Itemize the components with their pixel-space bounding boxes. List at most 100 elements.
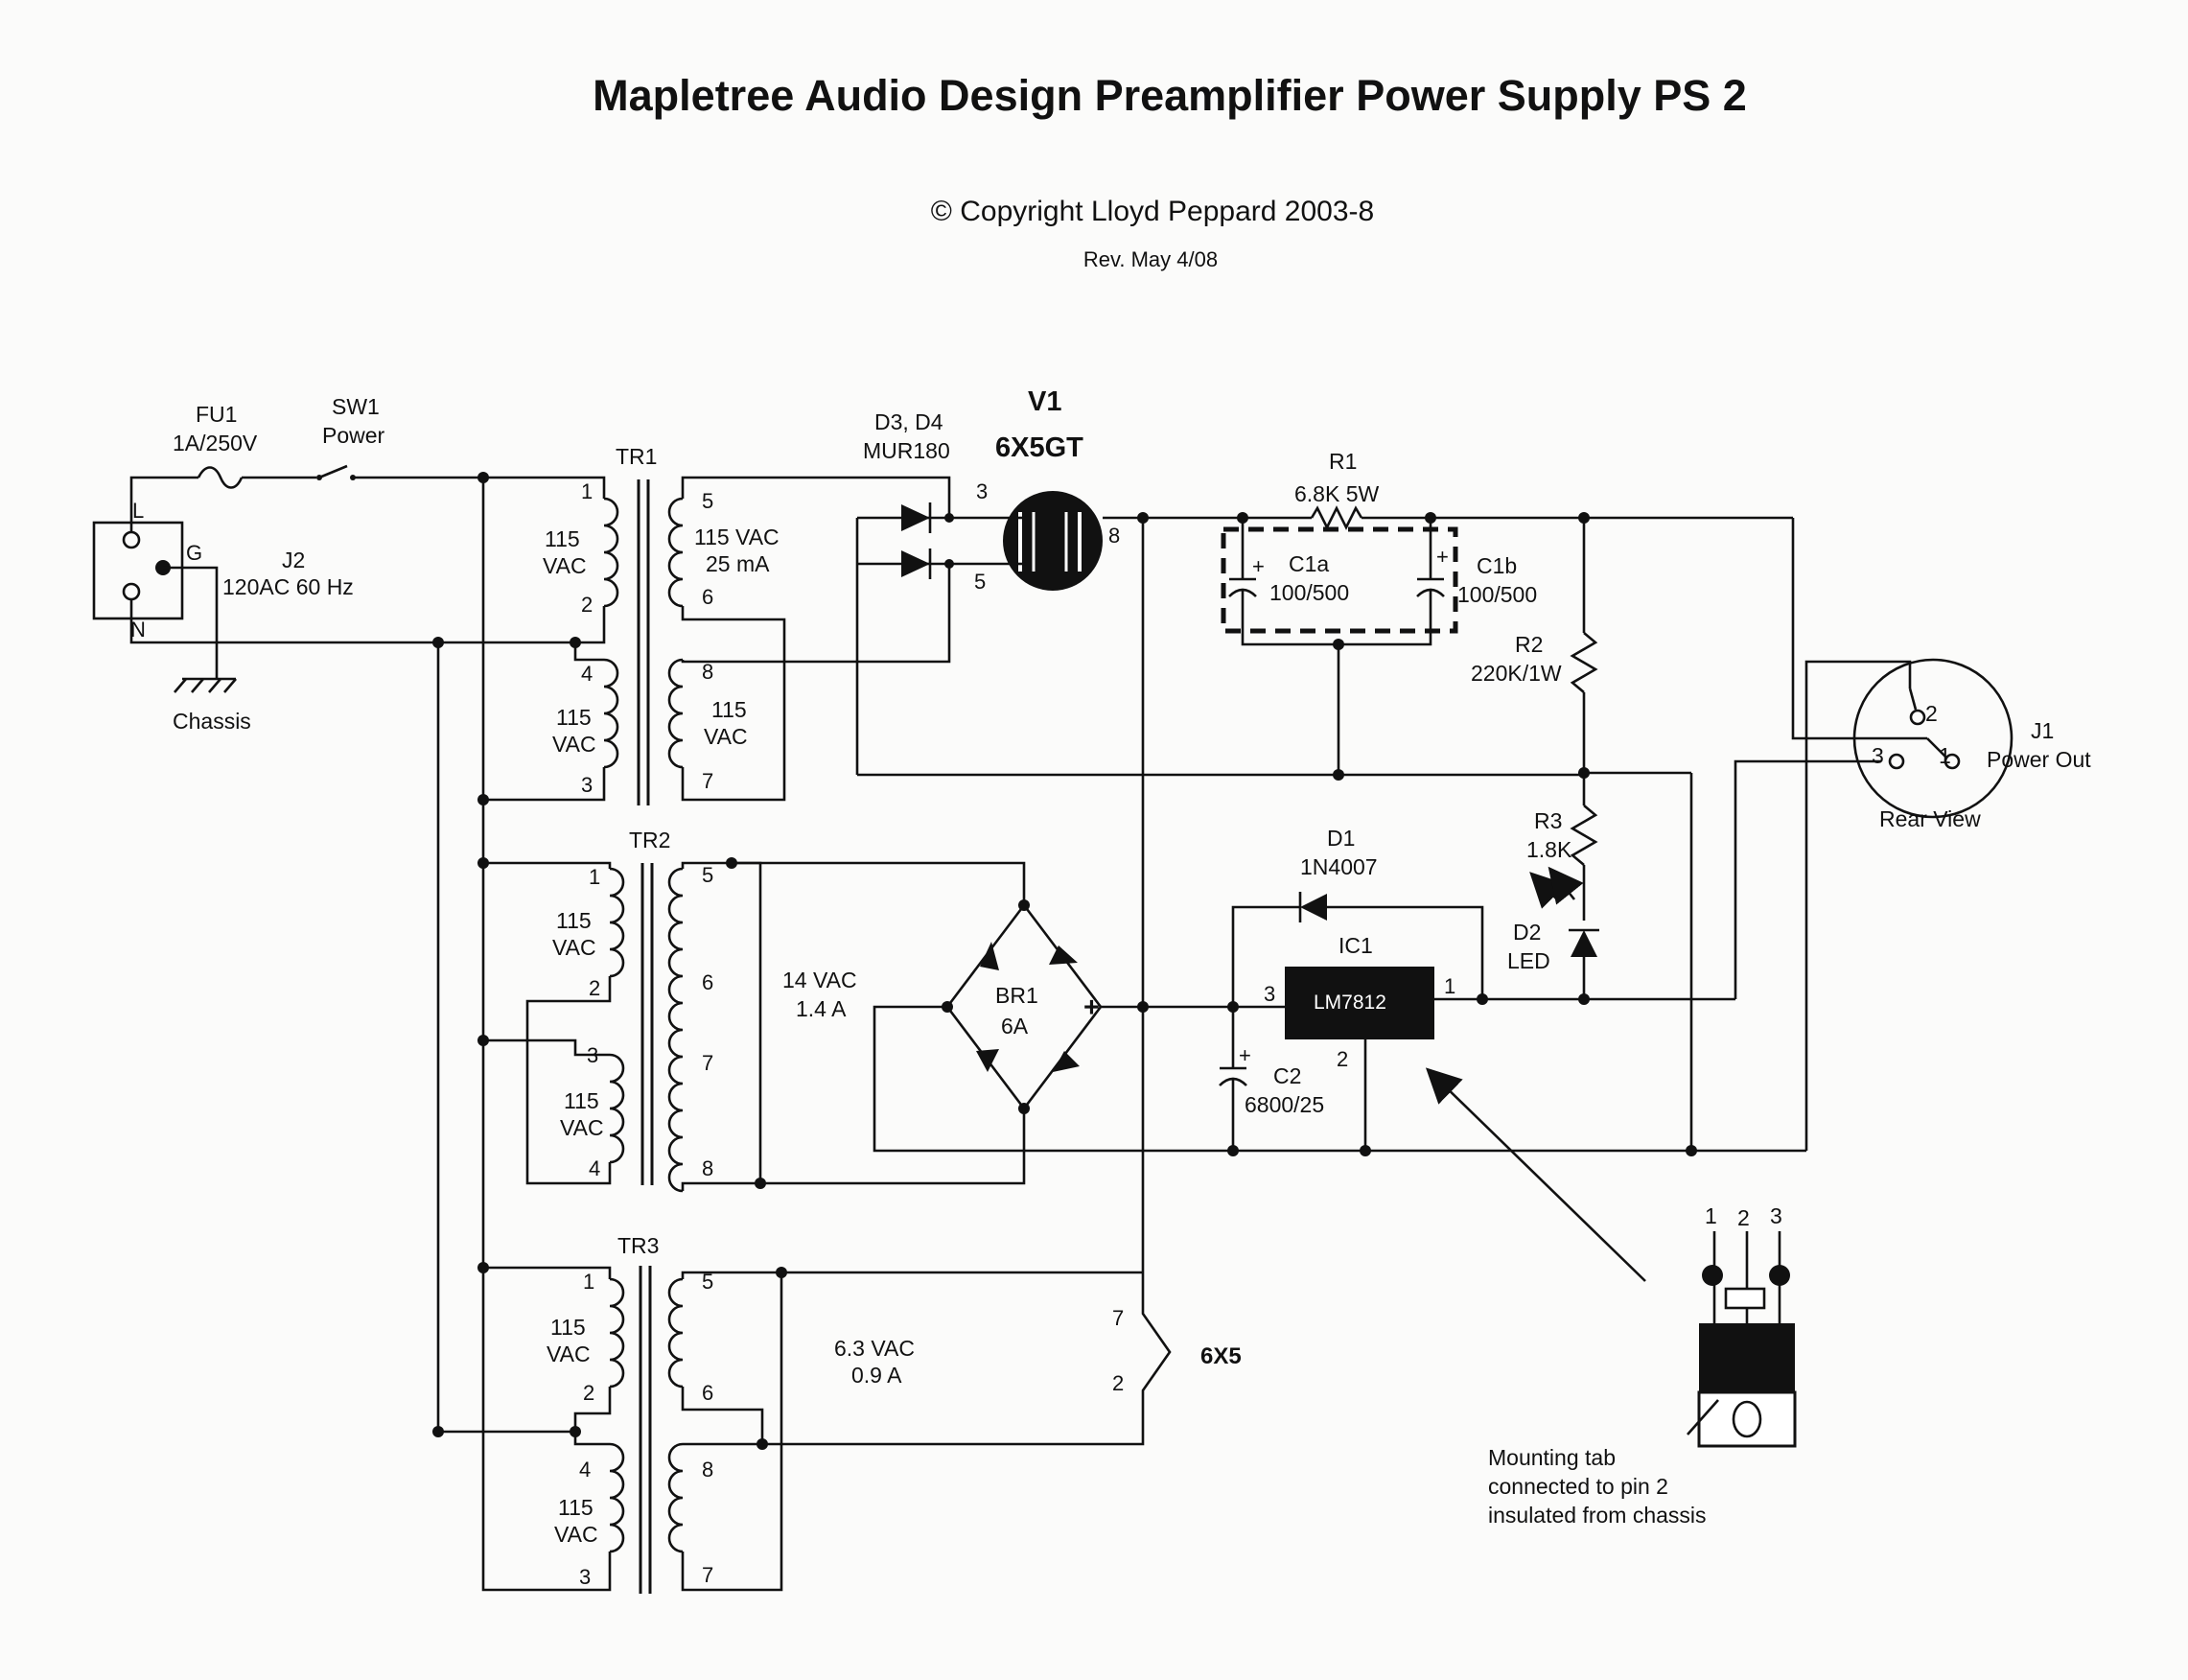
- pin-n-label: N: [130, 618, 146, 642]
- transformer-tr1: [603, 479, 684, 805]
- tr2-pin1: 1: [589, 865, 600, 889]
- pin-l-label: L: [132, 499, 144, 523]
- revision-text: Rev. May 4/08: [1083, 247, 1218, 271]
- tr2-pri-bot-b: VAC: [560, 1115, 604, 1140]
- tr2-pin8: 8: [702, 1156, 713, 1180]
- tr2-pin4: 4: [589, 1156, 600, 1180]
- v1-ref: V1: [1028, 386, 1061, 417]
- resistor-r2: [1570, 632, 1598, 693]
- diode-d1: [1298, 892, 1327, 922]
- heater-pin2: 2: [1112, 1371, 1124, 1395]
- tr3-pin6: 6: [702, 1381, 713, 1405]
- tr1-pin2: 2: [581, 593, 593, 617]
- tr3-pri-bot-b: VAC: [554, 1522, 598, 1547]
- tr2-sec-b: 1.4 A: [796, 996, 847, 1021]
- copyright-text: © Copyright Lloyd Peppard 2003-8: [931, 196, 1374, 227]
- led-d2: [1529, 866, 1599, 957]
- d3-d4-value: MUR180: [863, 438, 950, 463]
- capacitor-c1a: [1228, 518, 1257, 614]
- tr1-sec-top-b: 25 mA: [706, 551, 770, 576]
- tr2-pri-top-b: VAC: [552, 935, 596, 960]
- capacitor-c2: [1219, 1007, 1247, 1151]
- j1-pin2: 2: [1925, 701, 1938, 726]
- tr2-pin7: 7: [702, 1051, 713, 1075]
- r3-value: 1.8K: [1526, 837, 1572, 862]
- tr3-pri-top-b: VAC: [547, 1342, 591, 1366]
- c1-dual-cap-outline: [1221, 526, 1458, 634]
- tr3-pin7: 7: [702, 1563, 713, 1587]
- vacuum-tube-v1: [1003, 491, 1103, 591]
- ic1-part-number: LM7812: [1314, 992, 1386, 1014]
- diode-d4: [901, 548, 932, 579]
- c2-value: 6800/25: [1245, 1092, 1324, 1117]
- chassis-label: Chassis: [173, 709, 251, 734]
- ic1-pin3: 3: [1264, 982, 1275, 1006]
- package-note-3: insulated from chassis: [1488, 1503, 1707, 1528]
- regulator-ic1: [1285, 967, 1434, 1039]
- tr3-ref: TR3: [617, 1233, 659, 1258]
- package-pin3: 3: [1770, 1203, 1782, 1228]
- capacitor-c1b: [1416, 518, 1445, 614]
- c2-plus: +: [1239, 1043, 1251, 1067]
- br1-plus: +: [1083, 992, 1100, 1023]
- ic1-ref: IC1: [1338, 933, 1373, 958]
- r1-value: 6.8K 5W: [1294, 481, 1379, 506]
- d3-d4-ref: D3, D4: [874, 409, 943, 434]
- v1-pin8: 8: [1108, 524, 1120, 548]
- tr1-sec-top-a: 115 VAC: [694, 525, 780, 549]
- v1-value: 6X5GT: [995, 432, 1083, 463]
- tr3-sec-b: 0.9 A: [851, 1363, 902, 1388]
- r3-ref: R3: [1534, 808, 1562, 833]
- c2-ref: C2: [1273, 1063, 1301, 1088]
- ac-input-jack: L G N: [92, 499, 202, 642]
- br1-value: 6A: [1001, 1014, 1029, 1038]
- c1b-plus: +: [1436, 545, 1449, 569]
- resistor-r1: [1310, 505, 1363, 530]
- j1-pin3: 3: [1872, 743, 1884, 768]
- j1-ref: J1: [2031, 718, 2054, 743]
- tr1-pin7: 7: [702, 769, 713, 793]
- output-connector-j1: [1852, 658, 2013, 819]
- resistor-r3: [1570, 805, 1598, 866]
- package-pin2: 2: [1737, 1205, 1750, 1230]
- diode-d3: [901, 502, 932, 533]
- d1-ref: D1: [1327, 826, 1355, 851]
- tr3-pin1: 1: [583, 1270, 594, 1294]
- tr3-pin3: 3: [579, 1565, 591, 1589]
- tr2-pri-bot-a: 115: [564, 1088, 599, 1113]
- tr3-sec-a: 6.3 VAC: [834, 1336, 915, 1361]
- tr1-pri-top-b: VAC: [543, 553, 587, 578]
- package-pin1: 1: [1705, 1203, 1717, 1228]
- pointer-arrow: [1425, 1067, 1646, 1282]
- heater-pin7: 7: [1112, 1306, 1124, 1330]
- d2-value: LED: [1507, 948, 1550, 973]
- tr1-pin5: 5: [702, 489, 713, 513]
- tr1-pin6: 6: [702, 585, 713, 609]
- j1-view-label: Rear View: [1879, 806, 1981, 831]
- r2-ref: R2: [1515, 632, 1543, 657]
- tr1-pin8: 8: [702, 660, 713, 684]
- tr1-pin3: 3: [581, 773, 593, 797]
- j2-ref: J2: [282, 548, 305, 572]
- tr2-pri-top-a: 115: [556, 908, 592, 933]
- c1a-ref: C1a: [1289, 551, 1329, 576]
- tr3-pin4: 4: [579, 1458, 591, 1482]
- c1b-value: 100/500: [1457, 582, 1537, 607]
- sw1-ref: SW1: [332, 394, 380, 419]
- tr2-pin5: 5: [702, 863, 713, 887]
- tr1-pin4: 4: [581, 662, 593, 686]
- tr2-pin3: 3: [587, 1043, 598, 1067]
- tr1-ref: TR1: [616, 444, 657, 469]
- tr1-pri-bot-a: 115: [556, 705, 592, 730]
- tr1-pri-top-a: 115: [545, 526, 580, 551]
- r1-ref: R1: [1329, 449, 1357, 474]
- page-title: Mapletree Audio Design Preamplifier Powe…: [593, 71, 1747, 120]
- tr2-sec-a: 14 VAC: [782, 968, 857, 992]
- fuse-symbol: [197, 466, 244, 489]
- j1-pin1: 1: [1939, 743, 1951, 768]
- ic1-pin1: 1: [1444, 974, 1455, 998]
- transformer-tr3: [609, 1266, 684, 1594]
- tr2-ref: TR2: [629, 828, 670, 852]
- d1-value: 1N4007: [1300, 854, 1378, 879]
